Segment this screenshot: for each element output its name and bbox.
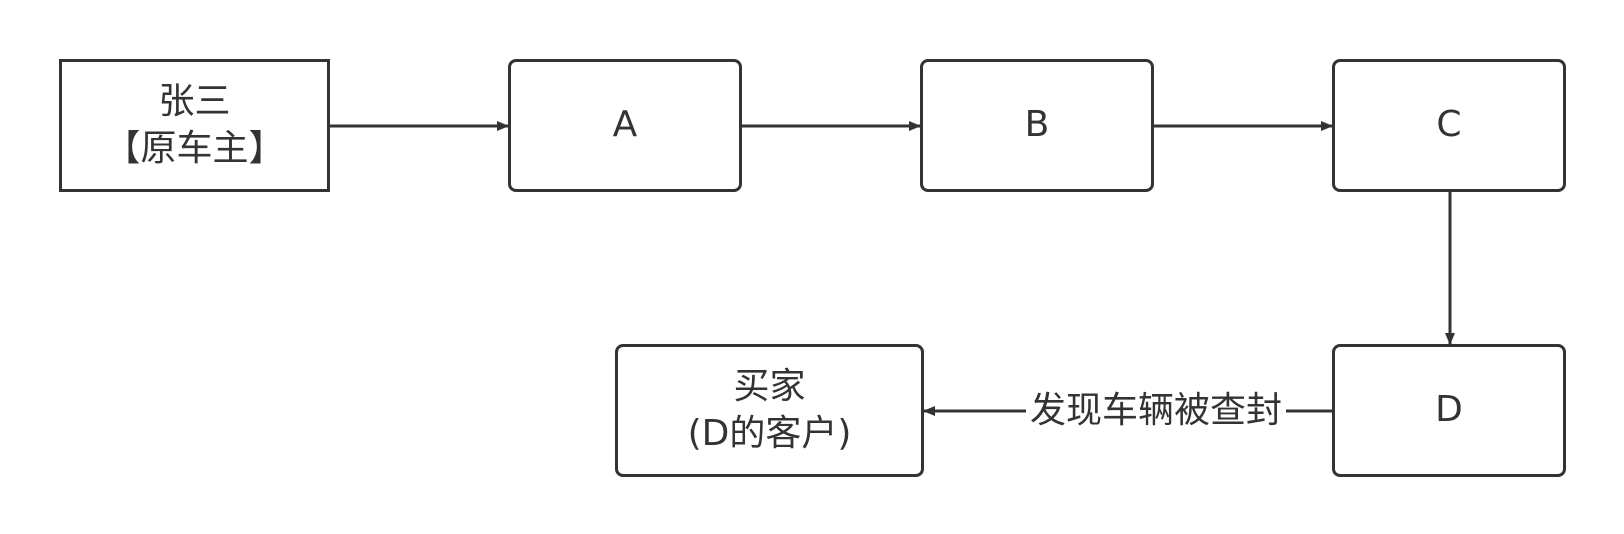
node-c: C xyxy=(1332,59,1566,192)
node-owner-role: 【原车主】 xyxy=(104,127,285,169)
node-buyer-title: 买家 xyxy=(733,365,806,407)
node-buyer-note: (D的客户) xyxy=(687,412,852,454)
node-c-label: C xyxy=(1436,104,1462,146)
node-a: A xyxy=(508,59,742,192)
node-b: B xyxy=(920,59,1154,192)
node-owner-name: 张三 xyxy=(158,80,231,122)
node-buyer: 买家 (D的客户) xyxy=(615,344,924,477)
node-d-label: D xyxy=(1435,389,1463,431)
node-owner: 张三 【原车主】 xyxy=(59,59,330,192)
node-a-label: A xyxy=(612,104,638,146)
edge-label-d-to-buyer: 发现车辆被查封 xyxy=(1026,393,1287,429)
node-b-label: B xyxy=(1024,104,1050,146)
node-d: D xyxy=(1332,344,1566,477)
